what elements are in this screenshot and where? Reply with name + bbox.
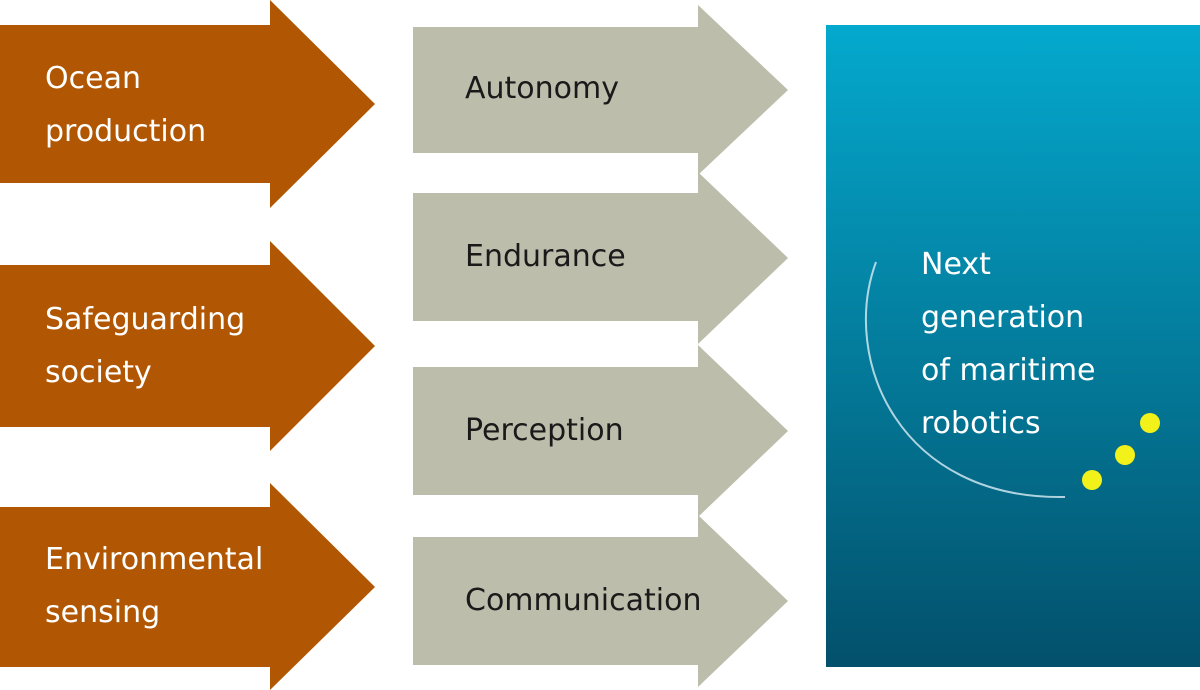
dot-decoration [1115,445,1135,465]
driver-arrow-environmental-sensing [0,483,375,690]
capability-arrow-endurance [413,172,788,344]
capability-label-autonomy: Autonomy [465,71,619,106]
driver-arrow-safeguarding-society [0,241,375,451]
capability-arrow-communication [413,515,788,687]
driver-arrow-ocean-production [0,0,375,208]
arc-line-decoration [864,261,1066,499]
outcome-panel [826,25,1200,667]
driver-label-environmental-sensing: Environmental sensing [45,542,264,630]
driver-label-safeguarding-society: Safeguarding society [45,302,246,390]
outcome-label: Next generation of maritime robotics [921,247,1096,441]
capability-label-perception: Perception [465,413,624,448]
capability-label-endurance: Endurance [465,239,626,274]
driver-label-ocean-production: Ocean production [45,61,207,149]
capability-label-communication: Communication [465,583,702,618]
capability-arrow-autonomy [413,5,788,175]
dot-decoration [1140,413,1160,433]
capability-arrow-perception [413,345,788,517]
dot-decoration [1082,470,1102,490]
